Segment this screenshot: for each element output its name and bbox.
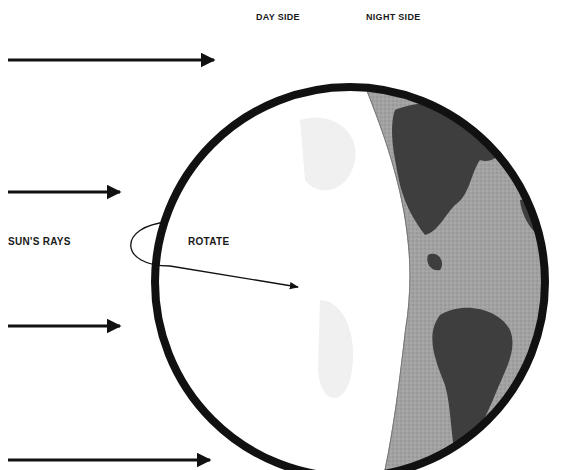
continents (392, 103, 548, 465)
rays-label: SUN'S RAYS (8, 236, 71, 247)
globe (150, 80, 560, 470)
side-label: DAY SIDE (256, 12, 300, 22)
side-label: NIGHT SIDE (366, 12, 421, 22)
rotate-label: ROTATE (188, 236, 229, 247)
rotate-arrow (131, 222, 298, 287)
globe-outline (155, 87, 545, 470)
